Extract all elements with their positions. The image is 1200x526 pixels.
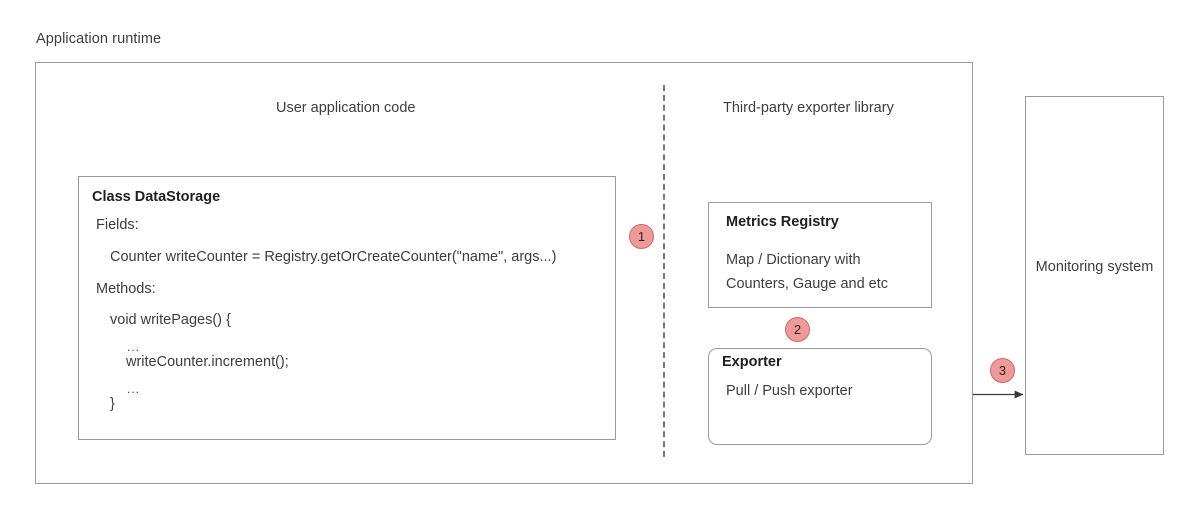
monitoring-system-box (1025, 96, 1164, 455)
exporter-box (708, 348, 932, 445)
code-line-writepages-signature: void writePages() { (110, 312, 231, 328)
monitoring-system-label: Monitoring system (1035, 259, 1154, 275)
class-datastorage-box (78, 176, 616, 440)
exporter-description: Pull / Push exporter (726, 383, 853, 399)
step-badge-3: 3 (990, 358, 1015, 383)
metrics-registry-box (708, 202, 932, 308)
metrics-registry-description: Map / Dictionary with Counters, Gauge an… (726, 252, 889, 292)
class-datastorage-title: Class DataStorage (92, 189, 221, 205)
code-line-methods: Methods: (96, 281, 156, 297)
code-line-increment-call: writeCounter.increment(); (126, 354, 289, 370)
code-line-closing-brace: } (110, 396, 115, 412)
code-line-fields: Fields: (96, 217, 139, 233)
code-line-counter-declaration: Counter writeCounter = Registry.getOrCre… (110, 249, 557, 265)
step-badge-1: 1 (629, 224, 654, 249)
application-runtime-caption: Application runtime (36, 31, 162, 47)
exporter-title: Exporter (722, 354, 782, 370)
step-badge-2: 2 (785, 317, 810, 342)
code-line-ellipsis-top: ... (127, 340, 141, 354)
column-divider (663, 85, 665, 457)
metrics-registry-title: Metrics Registry (726, 214, 839, 230)
column-heading-third-party-exporter-library: Third-party exporter library (723, 100, 894, 116)
code-line-ellipsis-bottom: ... (127, 382, 141, 396)
column-heading-user-application-code: User application code (276, 100, 416, 116)
